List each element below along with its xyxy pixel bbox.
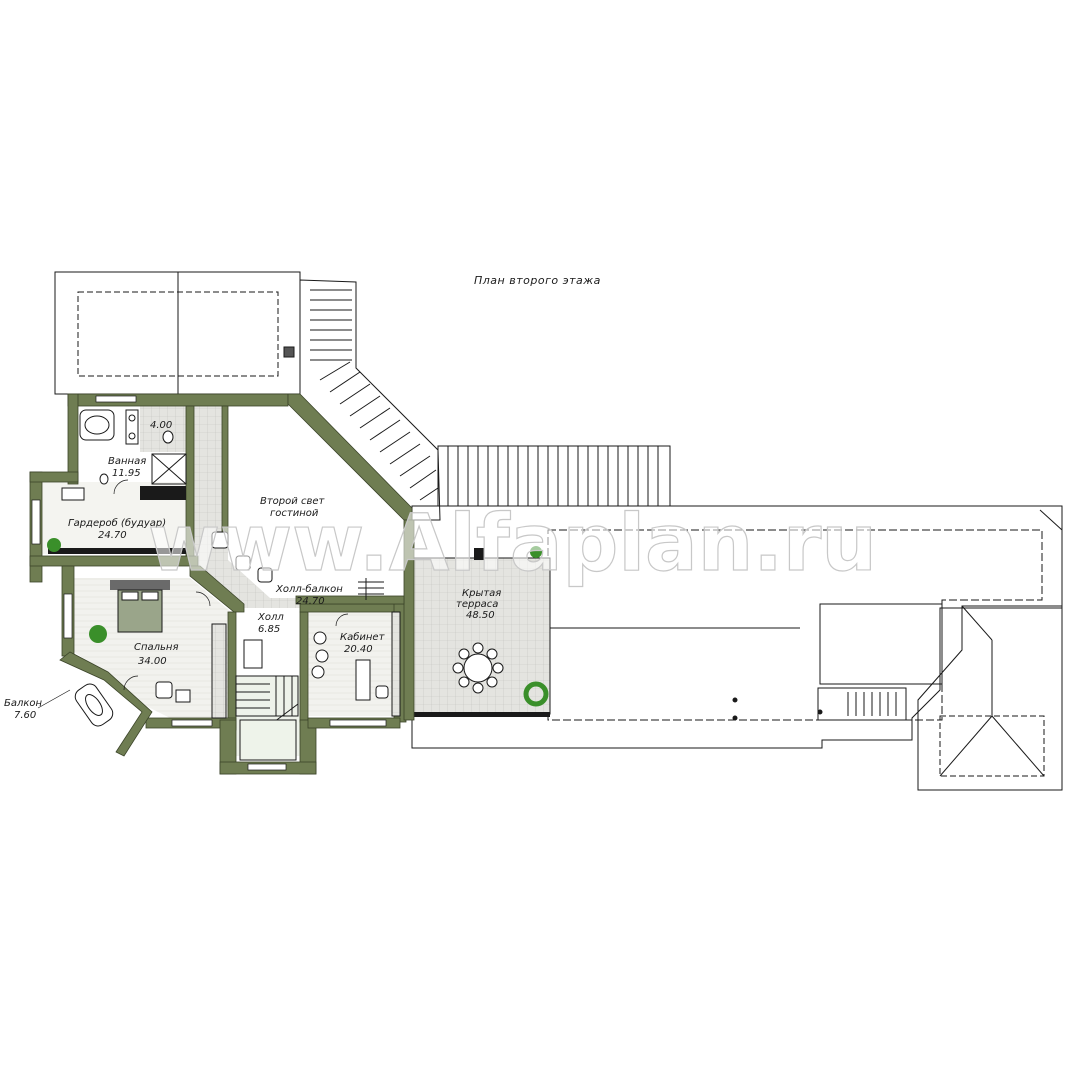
bedroom-wardrobe [211, 623, 227, 719]
round-table-icon [452, 642, 504, 694]
cabinet-name: Кабинет [340, 631, 386, 643]
plan-title: План второго этажа [474, 274, 601, 287]
second-light-line1: Второй свет [260, 496, 325, 507]
desk-icon [355, 659, 389, 701]
hall-balcony-name: Холл-балкон [275, 583, 343, 595]
interior-stair [235, 675, 299, 761]
corridor-armchairs-icon [211, 531, 273, 583]
wc-area: 4.00 [150, 420, 172, 431]
plant-icon [530, 546, 542, 558]
right-roof-wing [411, 505, 1063, 791]
sink-icon [125, 409, 139, 445]
wardrobe-name: Гардероб (будуар) [68, 517, 166, 529]
bed-icon [110, 580, 170, 633]
second-light-line2: гостиной [270, 508, 319, 519]
room-labels: Ванная 11.95 4.00 Гардероб (будуар) 24.7… [4, 420, 501, 721]
horizontal-stair-flight [437, 445, 671, 507]
toilet-icon [99, 430, 174, 485]
plant-icon [89, 625, 107, 643]
terrace-line1: Крытая [462, 588, 501, 599]
bath-area: 11.95 [112, 468, 141, 479]
shower-icon [151, 453, 187, 485]
balcony-leader [37, 689, 71, 709]
wardrobe-shelf [140, 486, 186, 500]
terrace-area: 48.50 [466, 610, 495, 621]
bookshelf-icon [391, 611, 401, 717]
bathtub-icon [79, 409, 115, 441]
cabinet-armchairs-icon [311, 631, 329, 679]
watermark: www.Alfaplan.ru [148, 499, 877, 589]
armchair-icon [155, 681, 191, 703]
door-swings [113, 479, 349, 691]
roof-top-block [54, 271, 301, 395]
covered-terrace [409, 546, 551, 717]
balcony-lounger-icon [74, 683, 114, 727]
second-light-void [226, 406, 410, 596]
windows [31, 395, 387, 771]
bedroom-name: Спальня [134, 642, 179, 653]
hall-area: 6.85 [258, 624, 280, 635]
balcony-area: 7.60 [14, 710, 36, 721]
cabinet-area: 20.40 [344, 644, 373, 655]
small-stair [358, 578, 384, 600]
wardrobe-shelf [48, 548, 186, 554]
walls [29, 393, 415, 775]
bath-name: Ванная [108, 456, 146, 467]
plant-icon [47, 538, 61, 552]
hall-balcony-area: 24.70 [296, 596, 325, 607]
balcony-name: Балкон [4, 698, 43, 709]
hall-balcony-floor [194, 406, 300, 608]
dresser-icon [61, 487, 85, 501]
wardrobe-area: 24.70 [98, 530, 127, 541]
terrace-line2: терраса [456, 599, 498, 610]
hall-console-icon [243, 639, 263, 669]
hall-name: Холл [257, 612, 284, 623]
bedroom-area: 34.00 [138, 656, 167, 667]
plant-icon [523, 681, 549, 707]
